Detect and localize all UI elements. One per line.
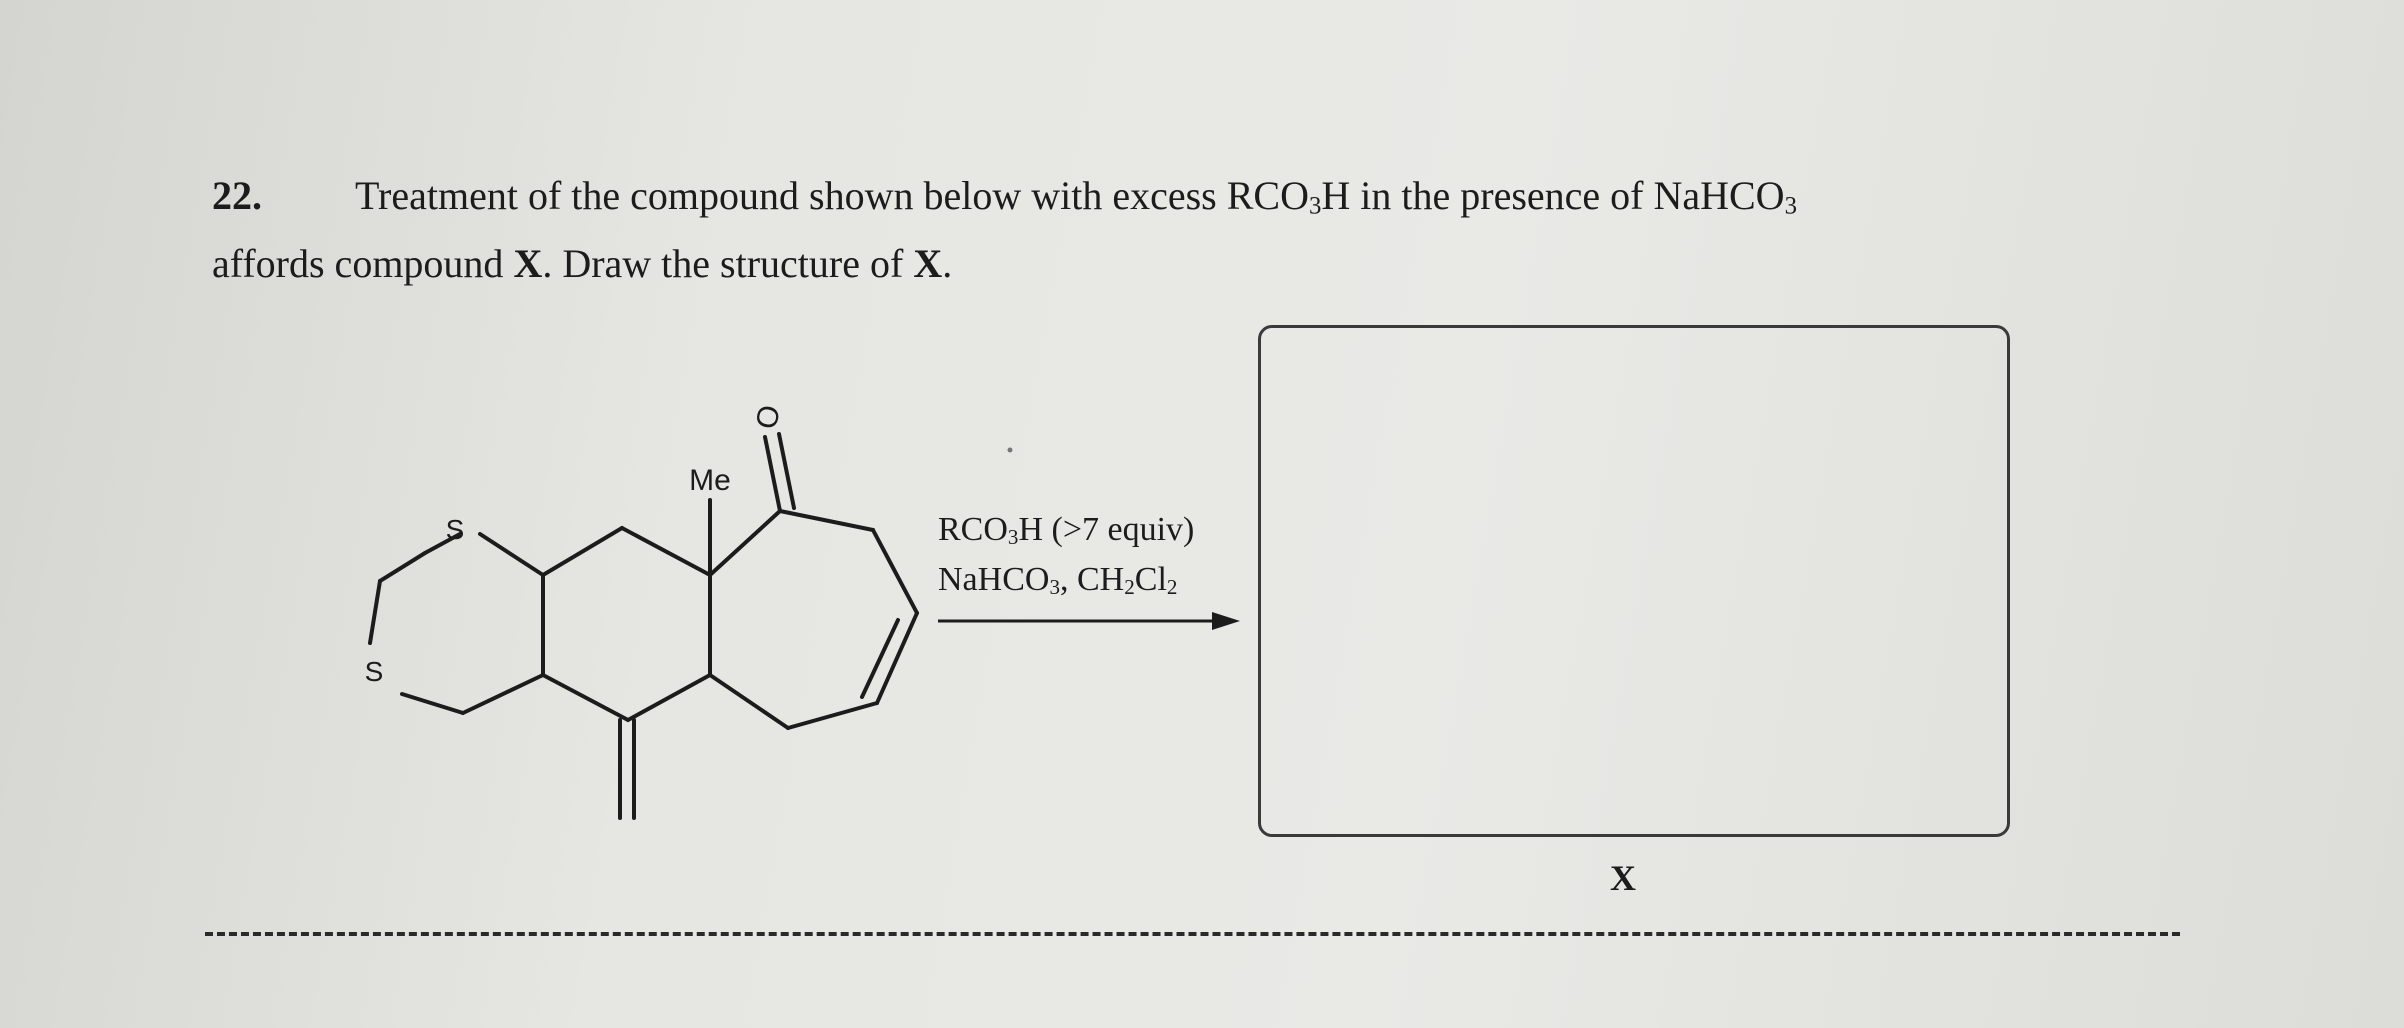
reagent-text-part: RCO bbox=[938, 511, 1008, 548]
question-text-part: H in the presence of NaHCO bbox=[1321, 173, 1785, 218]
methyl-label: Me bbox=[689, 464, 731, 497]
reagent-text-part: Cl bbox=[1134, 561, 1167, 598]
subscript: 3 bbox=[1784, 192, 1797, 220]
question-text-part: . Draw the structure of bbox=[542, 241, 914, 286]
reagent-line-1: RCO3H (>7 equiv) bbox=[938, 513, 1194, 548]
question-text-line-1: Treatment of the compound shown below wi… bbox=[355, 176, 1797, 219]
compound-x-label: X bbox=[1610, 858, 1636, 898]
question-number: 22. bbox=[212, 173, 262, 218]
question-text-part: . bbox=[942, 241, 953, 286]
question-text-part: Treatment of the compound shown below wi… bbox=[355, 173, 1309, 218]
reagent-text-part: , CH bbox=[1059, 561, 1125, 598]
sulfur-label: S bbox=[365, 656, 384, 687]
compound-name: X bbox=[913, 241, 943, 286]
answer-drawing-box[interactable] bbox=[1258, 325, 2010, 837]
reagent-text-part: H (>7 equiv) bbox=[1018, 511, 1195, 548]
compound-name: X bbox=[513, 241, 543, 286]
reagent-text-part: NaHCO bbox=[938, 561, 1050, 598]
subscript: 3 bbox=[1049, 574, 1060, 599]
sulfur-label: S bbox=[446, 514, 465, 545]
question-text-line-2: affords compound X. Draw the structure o… bbox=[212, 244, 952, 284]
subscript: 2 bbox=[1124, 574, 1135, 599]
subscript: 3 bbox=[1007, 524, 1019, 549]
reaction-arrow-head bbox=[1212, 612, 1240, 630]
subscript: 2 bbox=[1166, 574, 1178, 599]
dashed-divider bbox=[205, 932, 2180, 936]
reagent-line-2: NaHCO3, CH2Cl2 bbox=[938, 563, 1177, 598]
molecule-bonds bbox=[368, 432, 919, 820]
oxygen-label: O bbox=[750, 402, 787, 432]
subscript: 3 bbox=[1308, 192, 1322, 220]
question-text-part: affords compound bbox=[212, 241, 514, 286]
stray-dot bbox=[1007, 447, 1013, 453]
